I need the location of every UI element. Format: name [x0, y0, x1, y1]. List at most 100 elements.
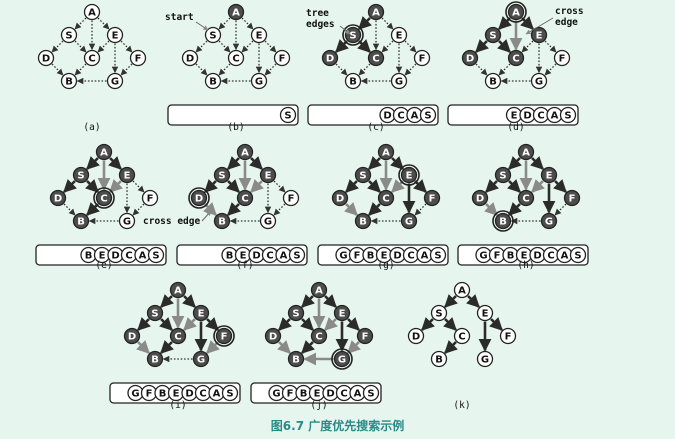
panel-label: (i) — [169, 400, 186, 411]
queue-item: B — [502, 246, 519, 264]
svg-text:B: B — [292, 355, 300, 366]
svg-text:D: D — [269, 332, 277, 343]
node-C: C — [169, 327, 187, 345]
svg-text:A: A — [100, 148, 108, 159]
svg-text:D: D — [336, 194, 344, 205]
svg-text:B: B — [499, 217, 507, 228]
svg-text:G: G — [197, 355, 205, 366]
edge-tree — [160, 294, 174, 308]
queue-item: E — [167, 384, 185, 402]
edge-dot — [273, 203, 286, 216]
svg-text:D: D — [326, 389, 334, 400]
edge-dot — [218, 17, 231, 30]
queue-item: C — [532, 106, 550, 124]
svg-text:G: G — [338, 355, 346, 366]
node-A: A — [310, 281, 328, 299]
svg-text:S: S — [489, 31, 496, 42]
svg-text:C: C — [340, 389, 347, 400]
svg-text:C: C — [241, 194, 248, 205]
edge-tree — [421, 317, 435, 331]
queue-item: A — [349, 384, 366, 402]
node-A: A — [236, 143, 254, 161]
edge-cross — [391, 179, 405, 193]
node-G: G — [390, 72, 408, 90]
node-G: G — [476, 350, 494, 368]
node-E: E — [530, 26, 548, 44]
svg-text:D: D — [383, 111, 391, 122]
node-B: B — [146, 350, 164, 368]
edge-dot — [218, 63, 231, 76]
queue-item: E — [505, 106, 523, 124]
edge-dot — [404, 40, 417, 53]
node-C: C — [377, 189, 395, 207]
queue-item: F — [488, 246, 506, 264]
svg-text:A: A — [561, 251, 569, 262]
svg-text:D: D — [186, 54, 194, 65]
svg-text:S: S — [209, 31, 216, 42]
node-S: S — [204, 26, 222, 44]
node-A: A — [227, 3, 245, 21]
queue-item: C — [194, 384, 212, 402]
annotation-pointer — [201, 210, 212, 222]
svg-text:A: A — [88, 8, 96, 19]
edge-dot — [120, 40, 133, 53]
svg-text:C: C — [407, 251, 414, 262]
node-F: F — [356, 327, 374, 345]
edge-cross — [484, 202, 498, 216]
edge-tree — [390, 156, 404, 170]
edge-dot — [74, 17, 87, 30]
edge-cross — [277, 340, 291, 354]
svg-text:D: D — [42, 54, 50, 65]
queue-item: F — [140, 384, 158, 402]
svg-text:F: F — [279, 54, 286, 65]
node-F: F — [273, 49, 291, 67]
node-A: A — [453, 281, 471, 299]
edge-dot — [51, 63, 64, 76]
node-D: D — [49, 189, 67, 207]
edge-dot — [358, 63, 371, 76]
svg-text:S: S — [434, 251, 441, 262]
node-C: C — [83, 49, 101, 67]
node-D: D — [471, 189, 489, 207]
svg-text:A: A — [372, 8, 380, 19]
node-C: C — [310, 327, 328, 345]
svg-text:B: B — [209, 77, 217, 88]
node-B: B — [60, 72, 78, 90]
svg-text:B: B — [77, 217, 85, 228]
svg-text:E: E — [314, 389, 321, 400]
node-B: B — [287, 350, 305, 368]
svg-text:S: S — [574, 251, 581, 262]
edge-tree — [508, 156, 522, 170]
svg-text:F: F — [419, 54, 426, 65]
svg-text:B: B — [435, 355, 443, 366]
queue-item: C — [261, 246, 279, 264]
svg-text:A: A — [522, 148, 530, 159]
edge-dot — [63, 203, 76, 216]
svg-text:C: C — [547, 251, 554, 262]
node-C: C — [367, 49, 385, 67]
edge-cross — [250, 179, 264, 193]
edge-tree — [466, 294, 480, 308]
svg-text:F: F — [362, 332, 369, 343]
node-S: S — [484, 26, 502, 44]
svg-text:A: A — [139, 251, 147, 262]
svg-text:C: C — [372, 54, 379, 65]
queue-item: S — [419, 106, 437, 124]
edge-dot — [273, 180, 286, 193]
queue-item: S — [288, 246, 306, 264]
svg-text:C: C — [512, 54, 519, 65]
edge-tree — [335, 39, 349, 53]
node-E: E — [333, 304, 351, 322]
svg-text:F: F — [221, 332, 228, 343]
svg-text:C: C — [100, 194, 107, 205]
queue-item: A — [134, 246, 151, 264]
edge-tree — [160, 340, 174, 354]
node-S: S — [354, 166, 372, 184]
svg-text:E: E — [99, 251, 106, 262]
edge-tree — [489, 317, 503, 331]
svg-text:A: A — [232, 8, 240, 19]
svg-text:D: D — [523, 111, 531, 122]
